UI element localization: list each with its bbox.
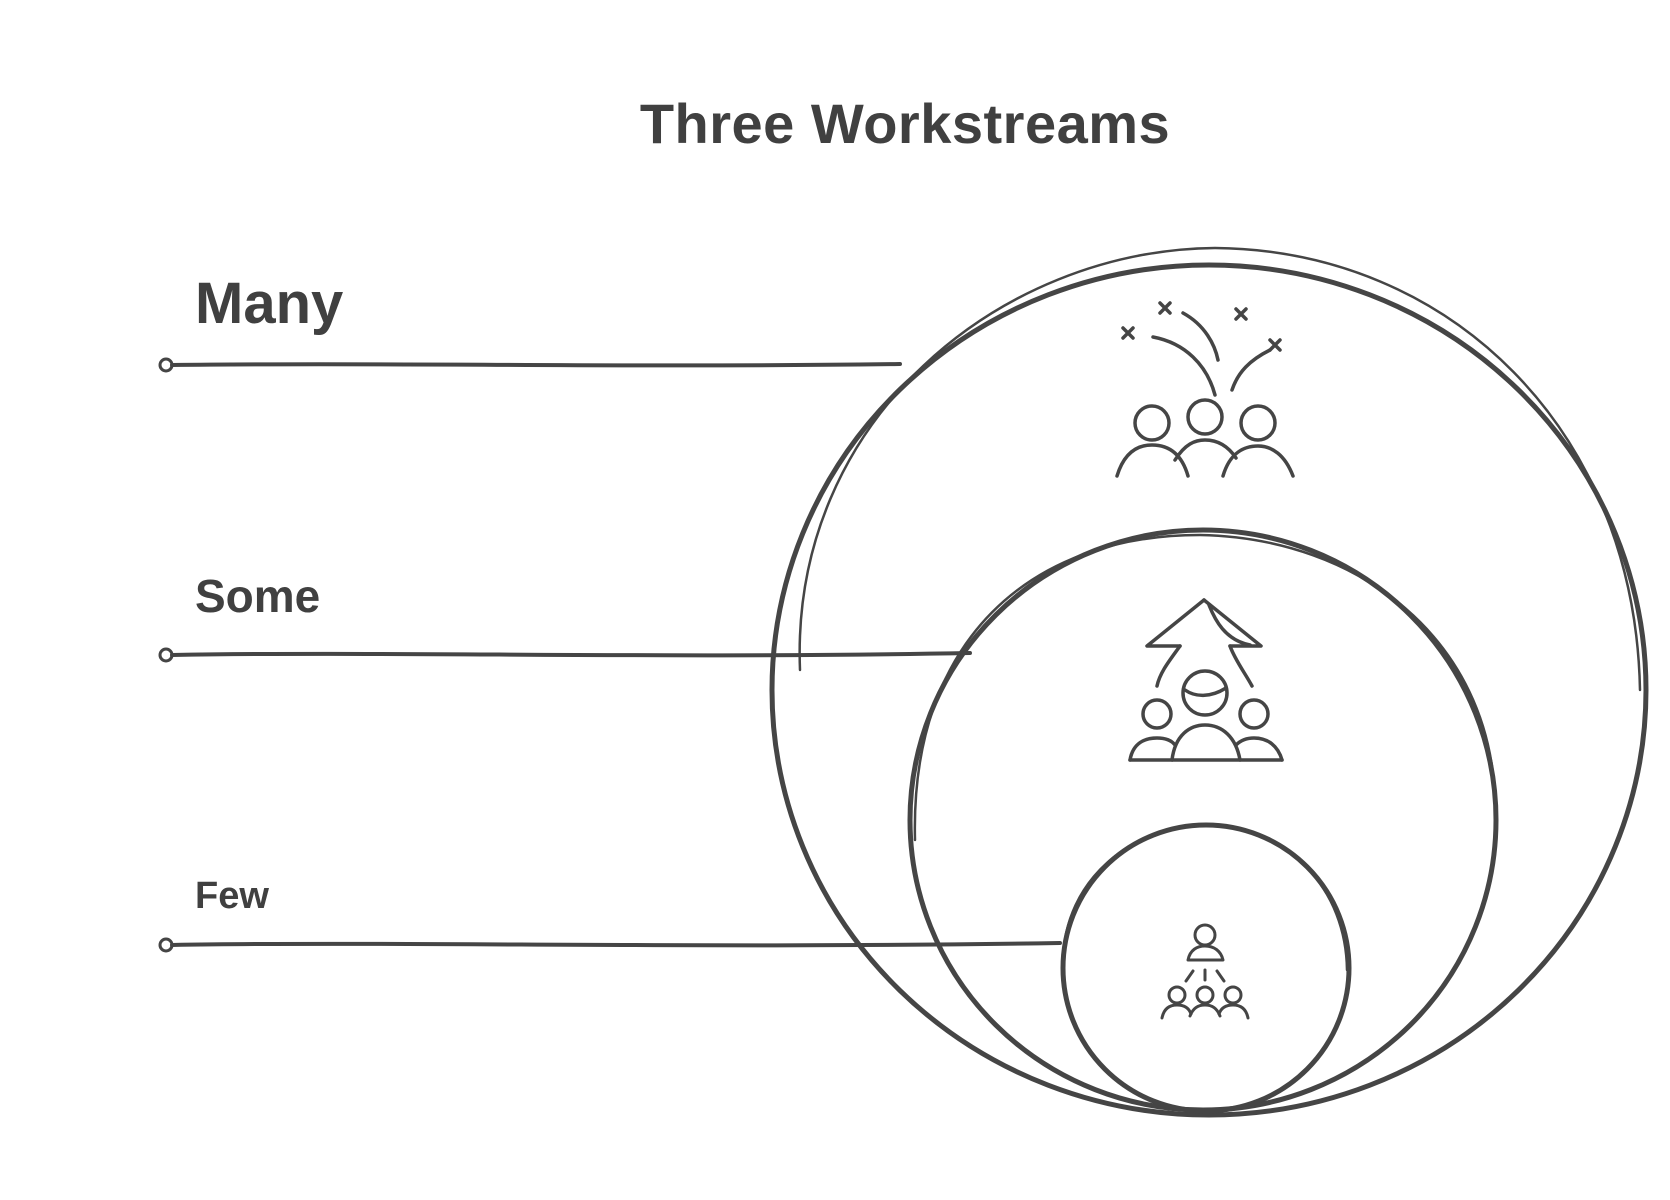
connector-few [158, 937, 1062, 953]
level-label-some: Some [195, 570, 321, 622]
connector-some [158, 647, 972, 663]
outer-circle-many [769, 262, 1649, 1118]
small-team-hierarchy-icon [1160, 923, 1250, 1020]
middle-circle-some [907, 527, 1499, 1113]
inner-circle-sketch [1061, 823, 1349, 972]
team-growth-icon [1128, 598, 1284, 762]
level-label-few: Few [195, 875, 269, 917]
connector-many [158, 357, 902, 373]
page-title: Three Workstreams [639, 92, 1171, 155]
team-celebration-icon [1115, 301, 1295, 478]
outer-circle-sketch [798, 246, 1642, 692]
level-label-many: Many [195, 271, 344, 336]
middle-circle-sketch [913, 533, 1497, 842]
